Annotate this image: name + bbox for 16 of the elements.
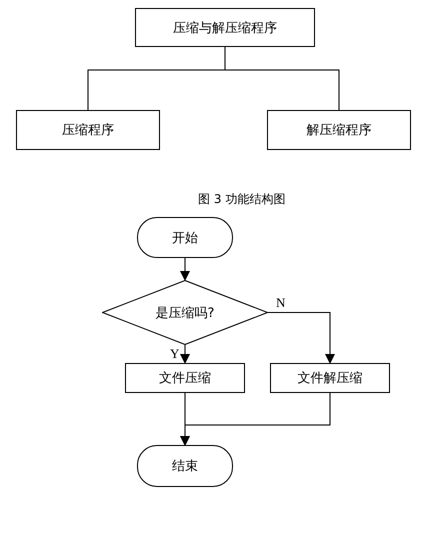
terminal-box: 开始 — [137, 217, 233, 258]
process-box: 文件解压缩 — [270, 363, 390, 393]
edge-label: N — [276, 296, 286, 309]
arrow — [268, 312, 335, 364]
connector-line — [224, 46, 340, 110]
arrow — [180, 344, 190, 364]
terminal-box: 结束 — [137, 445, 233, 487]
decision-diamond: 是压缩吗? — [102, 280, 268, 345]
arrow — [180, 258, 190, 281]
edge-label: Y — [170, 347, 180, 360]
process-box: 压缩程序 — [16, 110, 160, 150]
figure-caption: 图 3 功能结构图 — [198, 191, 286, 208]
process-box: 文件压缩 — [125, 363, 245, 393]
title-box: 压缩与解压缩程序 — [135, 8, 315, 47]
arrow — [180, 392, 330, 446]
process-box: 解压缩程序 — [267, 110, 411, 150]
